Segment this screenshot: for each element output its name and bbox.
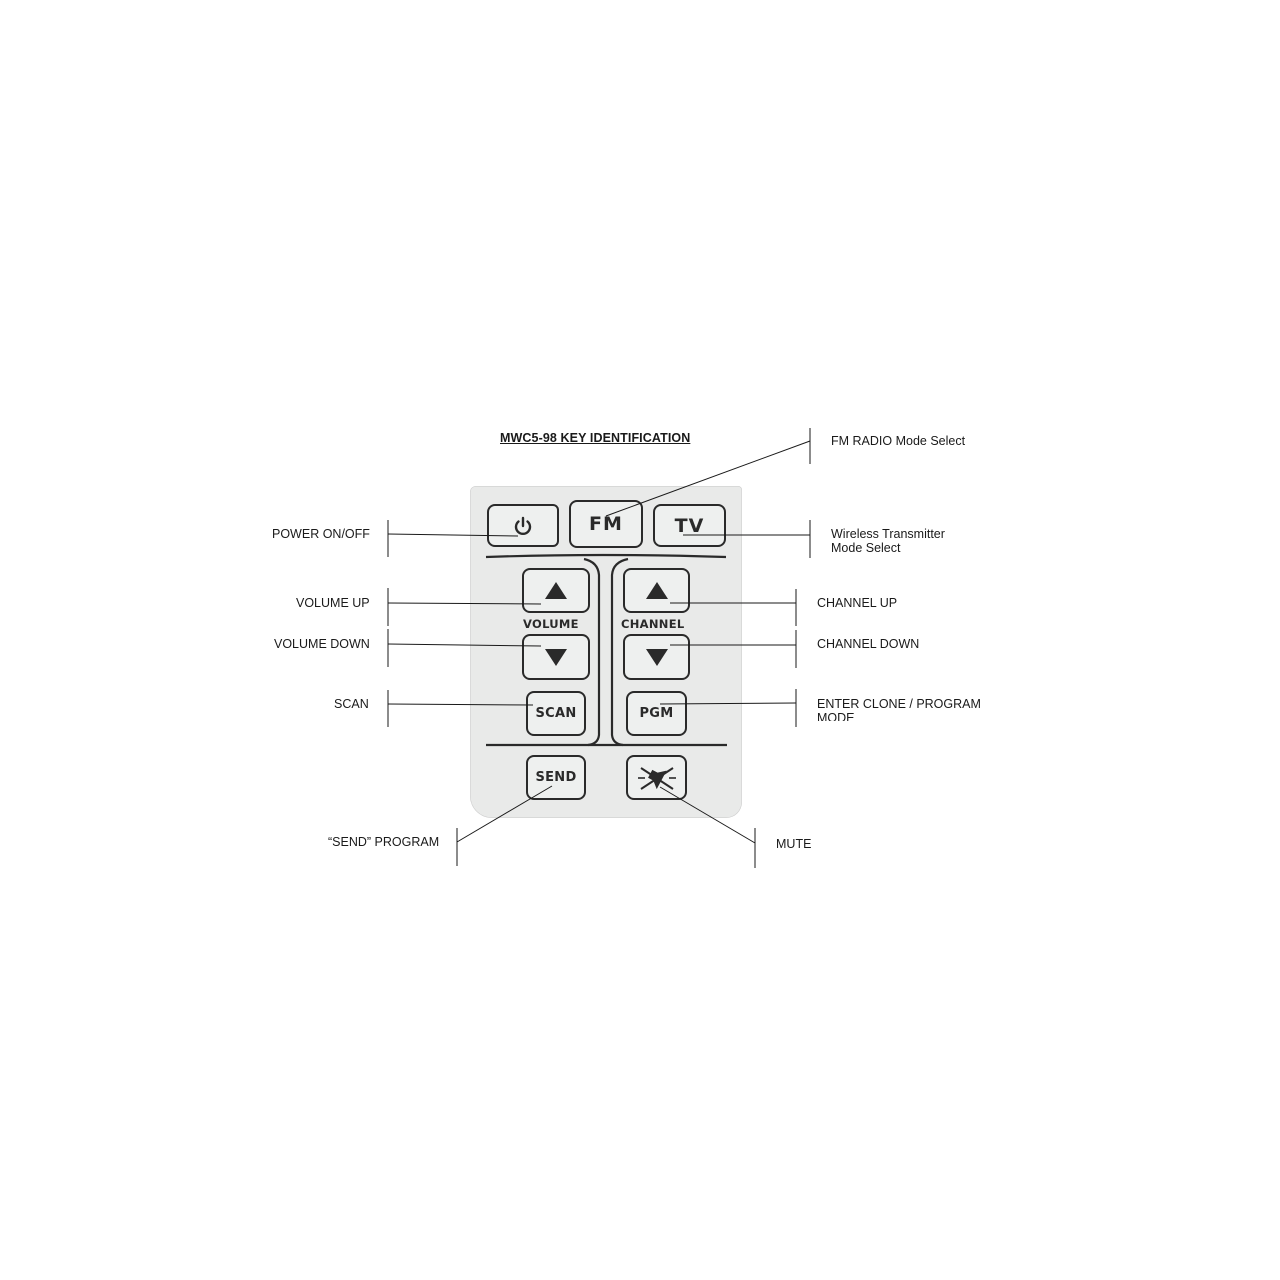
triangle-down-icon xyxy=(545,648,567,666)
callout-wireless-line2: Mode Select xyxy=(831,541,901,555)
channel-down-button[interactable] xyxy=(623,634,690,680)
callout-channel-up: CHANNEL UP xyxy=(817,596,898,610)
callout-wireless-line1: Wireless Transmitter xyxy=(831,527,945,541)
callout-enter-clone-line1: ENTER CLONE / PROGRAM xyxy=(817,697,981,711)
callout-channel-down: CHANNEL DOWN xyxy=(817,637,920,651)
volume-up-button[interactable] xyxy=(522,568,590,613)
channel-label: CHANNEL xyxy=(621,617,685,631)
callout-scan: SCAN xyxy=(334,697,369,711)
callout-power: POWER ON/OFF xyxy=(272,527,370,541)
triangle-up-icon xyxy=(545,582,567,599)
callout-volume-up: VOLUME UP xyxy=(296,596,370,610)
fm-button[interactable]: FM xyxy=(569,500,643,548)
power-icon xyxy=(514,516,532,535)
tv-button[interactable]: TV xyxy=(653,504,726,547)
send-button[interactable]: SEND xyxy=(526,755,586,800)
mute-button[interactable] xyxy=(626,755,687,800)
triangle-up-icon xyxy=(645,582,668,599)
callout-volume-down: VOLUME DOWN xyxy=(274,637,370,651)
scan-button[interactable]: SCAN xyxy=(526,691,586,736)
triangle-down-icon xyxy=(645,648,668,666)
callout-send-program: “SEND” PROGRAM xyxy=(328,835,440,849)
callout-enter-clone-line2: MODE xyxy=(817,711,855,721)
pgm-button[interactable]: PGM xyxy=(626,691,687,736)
mute-speaker-icon xyxy=(637,766,676,790)
volume-label: VOLUME xyxy=(523,617,579,631)
callout-mute: MUTE xyxy=(776,837,812,851)
power-button[interactable] xyxy=(487,504,559,547)
channel-up-button[interactable] xyxy=(623,568,690,613)
volume-down-button[interactable] xyxy=(522,634,590,680)
callout-fm-radio: FM RADIO Mode Select xyxy=(831,434,966,448)
